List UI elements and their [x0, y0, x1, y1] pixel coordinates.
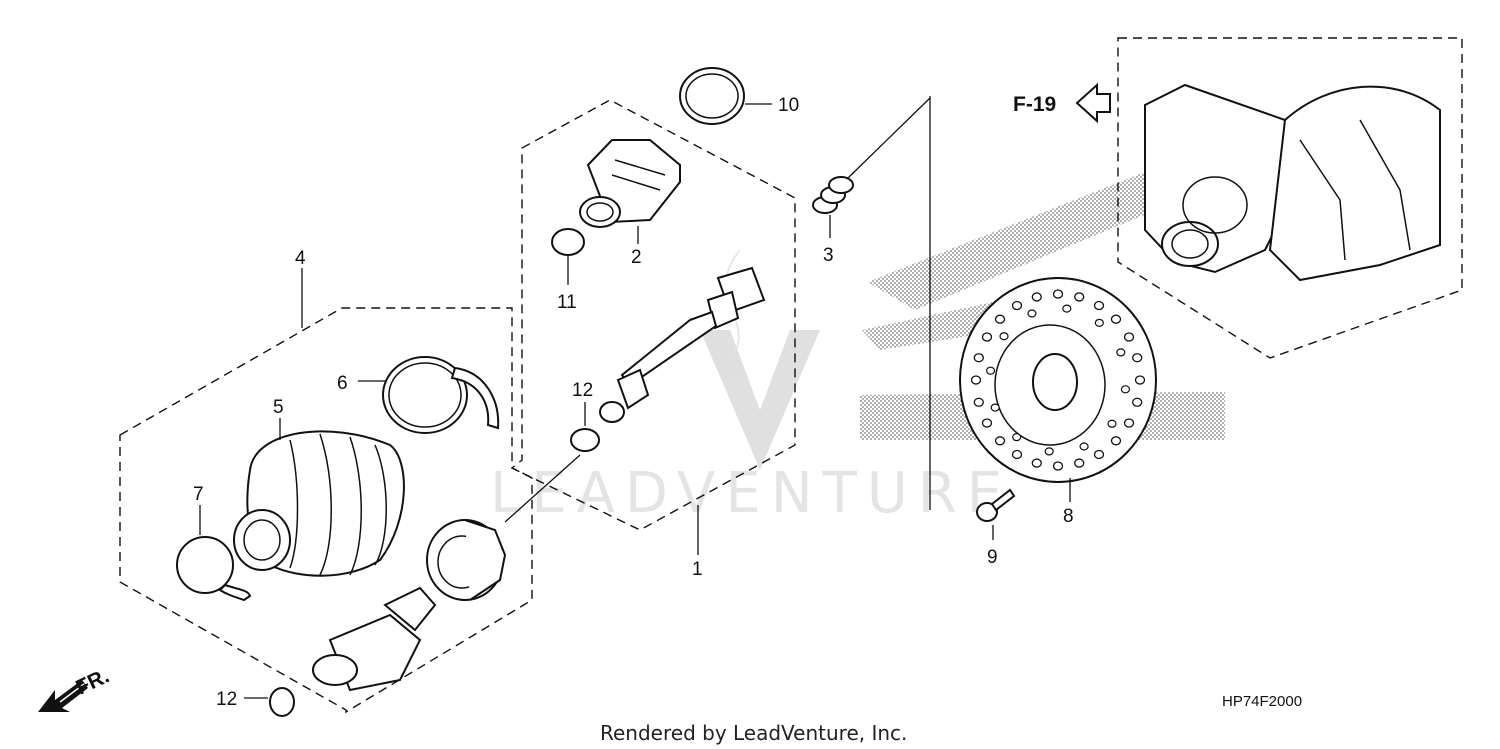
callout-2[interactable]: 2 [631, 247, 642, 268]
disc-vent-hole [999, 332, 1009, 341]
diagram-code: HP74F2000 [1222, 693, 1302, 710]
boot-2 [579, 139, 681, 228]
disc-vent-hole [990, 403, 1000, 412]
disc-vent-hole [1011, 300, 1023, 311]
boot-band-7 [176, 536, 252, 602]
shaft-group-outline [510, 99, 796, 531]
bolt-9 [976, 488, 1016, 522]
disc-vent-hole [1110, 314, 1122, 324]
brake-disc-8 [959, 277, 1157, 483]
o-ring-10 [679, 67, 745, 125]
propeller-shaft-1 [599, 266, 766, 423]
callout-3[interactable]: 3 [823, 245, 834, 266]
disc-vent-hole [1094, 318, 1104, 327]
disc-vent-hole [1027, 309, 1037, 318]
disc-vent-hole [970, 375, 982, 385]
disc-vent-hole [1093, 300, 1105, 311]
circlip-12-lower [269, 687, 295, 717]
disc-vent-hole [1074, 292, 1085, 302]
final-gear-case [1144, 83, 1441, 282]
universal-joint [312, 586, 437, 692]
disc-vent-hole [1123, 332, 1135, 342]
reference-arrow-icon [1075, 82, 1111, 124]
disc-vent-hole [1120, 385, 1131, 394]
callout-1[interactable]: 1 [692, 559, 703, 580]
leadventure-watermark: LEADVENTURE [490, 461, 1012, 526]
spring-3 [812, 176, 854, 214]
disc-vent-hole [973, 353, 984, 363]
front-direction-arrow-icon [38, 680, 88, 712]
disc-vent-hole [1031, 292, 1042, 302]
watermark-logo [700, 249, 820, 470]
disc-vent-hole [1123, 418, 1135, 428]
callout-8[interactable]: 8 [1063, 506, 1074, 527]
circlip-12-upper [570, 428, 600, 452]
disc-vent-hole [1074, 458, 1085, 468]
disc-vent-hole [981, 332, 993, 342]
disc-vent-hole [994, 314, 1006, 324]
callout-10[interactable]: 10 [778, 95, 799, 116]
disc-vent-hole [1062, 304, 1072, 313]
callout-4[interactable]: 4 [295, 248, 306, 269]
joint-boot-5 [233, 430, 405, 577]
leader-3-upper [847, 97, 931, 179]
rendered-by-credit: Rendered by LeadVenture, Inc. [600, 721, 907, 745]
callout-7[interactable]: 7 [193, 484, 204, 505]
callout-9[interactable]: 9 [987, 547, 998, 568]
reference-label[interactable]: F-19 [1013, 93, 1056, 116]
disc-vent-hole [1110, 436, 1122, 446]
disc-vent-hole [1044, 447, 1054, 456]
disc-vent-hole [1011, 449, 1023, 460]
boot-band-6 [382, 356, 500, 434]
callout-5[interactable]: 5 [273, 397, 284, 418]
callout-12-lower[interactable]: 12 [216, 689, 237, 710]
disc-vent-hole [1134, 375, 1146, 385]
disc-vent-hole [985, 366, 996, 375]
o-ring-11 [551, 228, 585, 256]
joint-bearing [426, 519, 507, 601]
disc-vent-hole [981, 418, 993, 428]
disc-vent-hole [1093, 449, 1105, 460]
disc-vent-hole [1031, 458, 1042, 468]
brake-disc-holes [970, 289, 1146, 471]
disc-vent-hole [1052, 461, 1064, 471]
disc-vent-hole [1052, 289, 1064, 299]
callout-6[interactable]: 6 [337, 373, 348, 394]
final-gear-case-outline [1117, 37, 1463, 359]
disc-vent-hole [994, 436, 1006, 446]
disc-vent-hole [1116, 348, 1126, 357]
disc-vent-hole [1107, 419, 1117, 428]
disc-vent-hole [973, 397, 984, 407]
disc-vent-hole [1132, 353, 1143, 363]
leader-12-upper-bearing [504, 454, 581, 523]
callout-12-upper[interactable]: 12 [572, 380, 593, 401]
disc-vent-hole [1079, 442, 1089, 451]
disc-vent-hole [1012, 433, 1022, 442]
callout-11[interactable]: 11 [557, 292, 577, 313]
disc-vent-hole [1132, 397, 1143, 407]
